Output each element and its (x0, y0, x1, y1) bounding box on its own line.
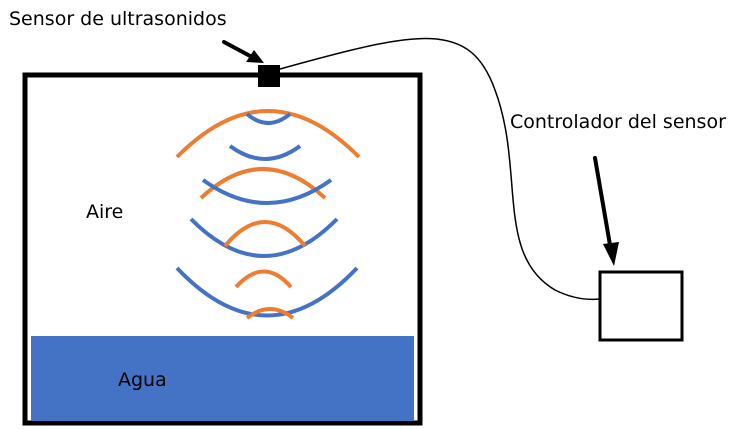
sensor-arrow-shaft (222, 40, 254, 59)
ultrasonic-waves (175, 109, 361, 320)
wave-arc-blue-4 (189, 217, 339, 258)
wave-arc-blue-5 (175, 266, 359, 318)
wave-arc-orange-1 (175, 109, 361, 159)
controller-arrow-head (603, 242, 619, 266)
air-label: Aire (86, 201, 123, 223)
wave-arc-blue-2 (228, 144, 302, 161)
controller-arrow-shaft (593, 156, 612, 247)
water-label: Agua (118, 369, 167, 391)
controller-label: Controlador del sensor (510, 111, 726, 133)
sensor-arrow-head (246, 50, 264, 63)
wave-arc-orange-3 (223, 220, 307, 248)
sensor-block (258, 65, 280, 87)
tank-outline (22, 72, 423, 426)
sensor-label: Sensor de ultrasonidos (9, 8, 227, 30)
wave-arc-blue-1 (245, 112, 292, 125)
wave-arc-blue-3 (201, 178, 333, 205)
controller-box (598, 270, 684, 342)
water-body (31, 336, 414, 421)
wave-arc-orange-5 (245, 307, 295, 320)
sensor-cable (279, 37, 601, 301)
wave-arc-orange-4 (234, 269, 293, 289)
